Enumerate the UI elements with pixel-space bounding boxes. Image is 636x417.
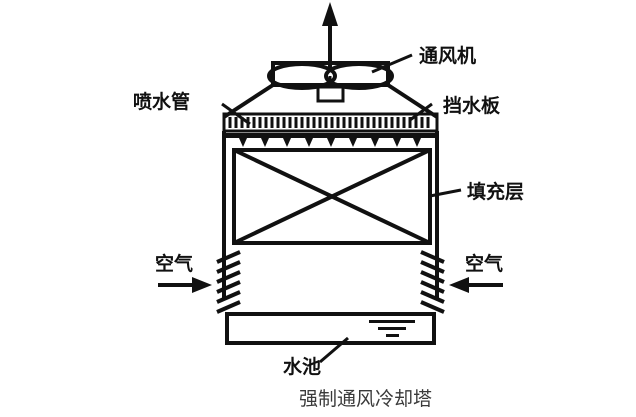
spray-nozzles xyxy=(239,138,421,147)
label-spray-pipe: 喷水管 xyxy=(133,90,190,113)
air-arrow-left-icon xyxy=(158,277,212,293)
air-inlet-louvers-left xyxy=(216,250,241,314)
fan-motor xyxy=(316,76,345,103)
diagram-caption: 强制通风冷却塔 xyxy=(299,388,432,410)
spray-pipe xyxy=(224,133,437,147)
label-water-basin: 水池 xyxy=(283,355,321,378)
label-fill-layer: 填充层 xyxy=(467,180,524,203)
drift-eliminator-teeth xyxy=(228,117,430,128)
tower-walls xyxy=(222,131,439,300)
air-arrow-right-icon xyxy=(449,277,503,293)
water-basin xyxy=(225,312,436,345)
air-inlet-louvers-right xyxy=(420,250,445,314)
exhaust-arrow-icon xyxy=(322,2,338,68)
label-drift-eliminator: 挡水板 xyxy=(443,94,501,117)
fill-layer-media xyxy=(232,148,432,245)
leader-lines xyxy=(221,53,462,364)
water-level-symbol xyxy=(369,320,415,337)
label-fan: 通风机 xyxy=(419,45,476,67)
fan-blades-icon xyxy=(267,62,394,90)
drift-eliminator xyxy=(222,112,439,133)
label-air-right: 空气 xyxy=(465,252,503,275)
label-air-left: 空气 xyxy=(155,252,193,275)
